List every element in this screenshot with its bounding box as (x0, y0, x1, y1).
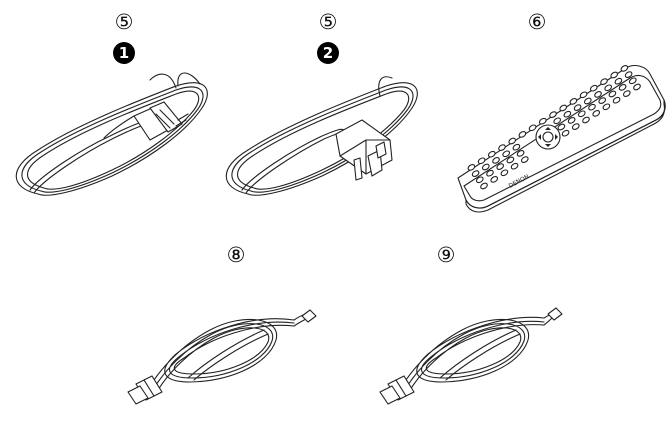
remote-button (477, 157, 486, 165)
item-number-power-cord-2: ⑤ (318, 10, 338, 34)
remote-button (516, 150, 525, 157)
remote-button (481, 163, 490, 171)
remote-button (582, 116, 590, 124)
remote-button (567, 117, 576, 124)
item-number-antenna-1: ⑧ (226, 243, 246, 267)
remote-button (487, 150, 496, 158)
item-number-remote: ⑥ (527, 10, 547, 34)
remote-button (492, 157, 500, 164)
remote-button (589, 84, 598, 92)
remote-button (592, 110, 601, 117)
remote-button (518, 131, 527, 138)
remote-button (588, 103, 596, 111)
remote-button (633, 83, 641, 91)
remote-button (475, 176, 484, 184)
remote-button (480, 182, 488, 190)
remote-button (512, 143, 521, 151)
item-number-power-cord-1: ⑤ (114, 10, 134, 34)
remote-button (608, 90, 617, 98)
remote-button (490, 176, 499, 183)
remote-button (598, 97, 607, 104)
remote-button (577, 110, 586, 118)
remote-button (508, 137, 517, 145)
remote-button (549, 111, 557, 118)
remote-button (486, 169, 494, 177)
remote-button (614, 77, 623, 85)
remote-button (602, 103, 611, 111)
remote-button (557, 123, 566, 131)
remote-button (510, 162, 519, 170)
remote-button (561, 129, 570, 137)
remote-button (618, 84, 627, 91)
remote-button (498, 144, 506, 151)
remote-button (500, 169, 509, 177)
remote-button (583, 97, 592, 105)
remote-button (563, 110, 572, 118)
remote-button (471, 170, 480, 177)
remote-button (612, 96, 621, 104)
remote-button (610, 71, 619, 79)
item-number-antenna-2: ⑨ (436, 243, 456, 267)
remote-button (604, 84, 613, 92)
remote-button (620, 65, 629, 72)
remote-button (496, 163, 505, 170)
item-badge-1: 1 (113, 42, 135, 64)
remote-button (600, 78, 608, 85)
remote-button (628, 77, 637, 85)
remote-button (520, 156, 529, 163)
remote-button (553, 117, 562, 125)
remote-button (506, 156, 515, 164)
remote-button (502, 150, 511, 158)
remote-button (624, 71, 633, 78)
remote-button (569, 98, 578, 105)
remote-button (571, 123, 580, 130)
remote-button (559, 104, 568, 112)
remote-button (467, 164, 476, 171)
remote-button (528, 124, 537, 132)
remote-button (622, 90, 631, 97)
remote-button (594, 91, 602, 98)
remote-button (538, 117, 547, 125)
remote-button (579, 91, 588, 99)
item-badge-2: 2 (317, 42, 339, 64)
remote-button (573, 104, 582, 111)
